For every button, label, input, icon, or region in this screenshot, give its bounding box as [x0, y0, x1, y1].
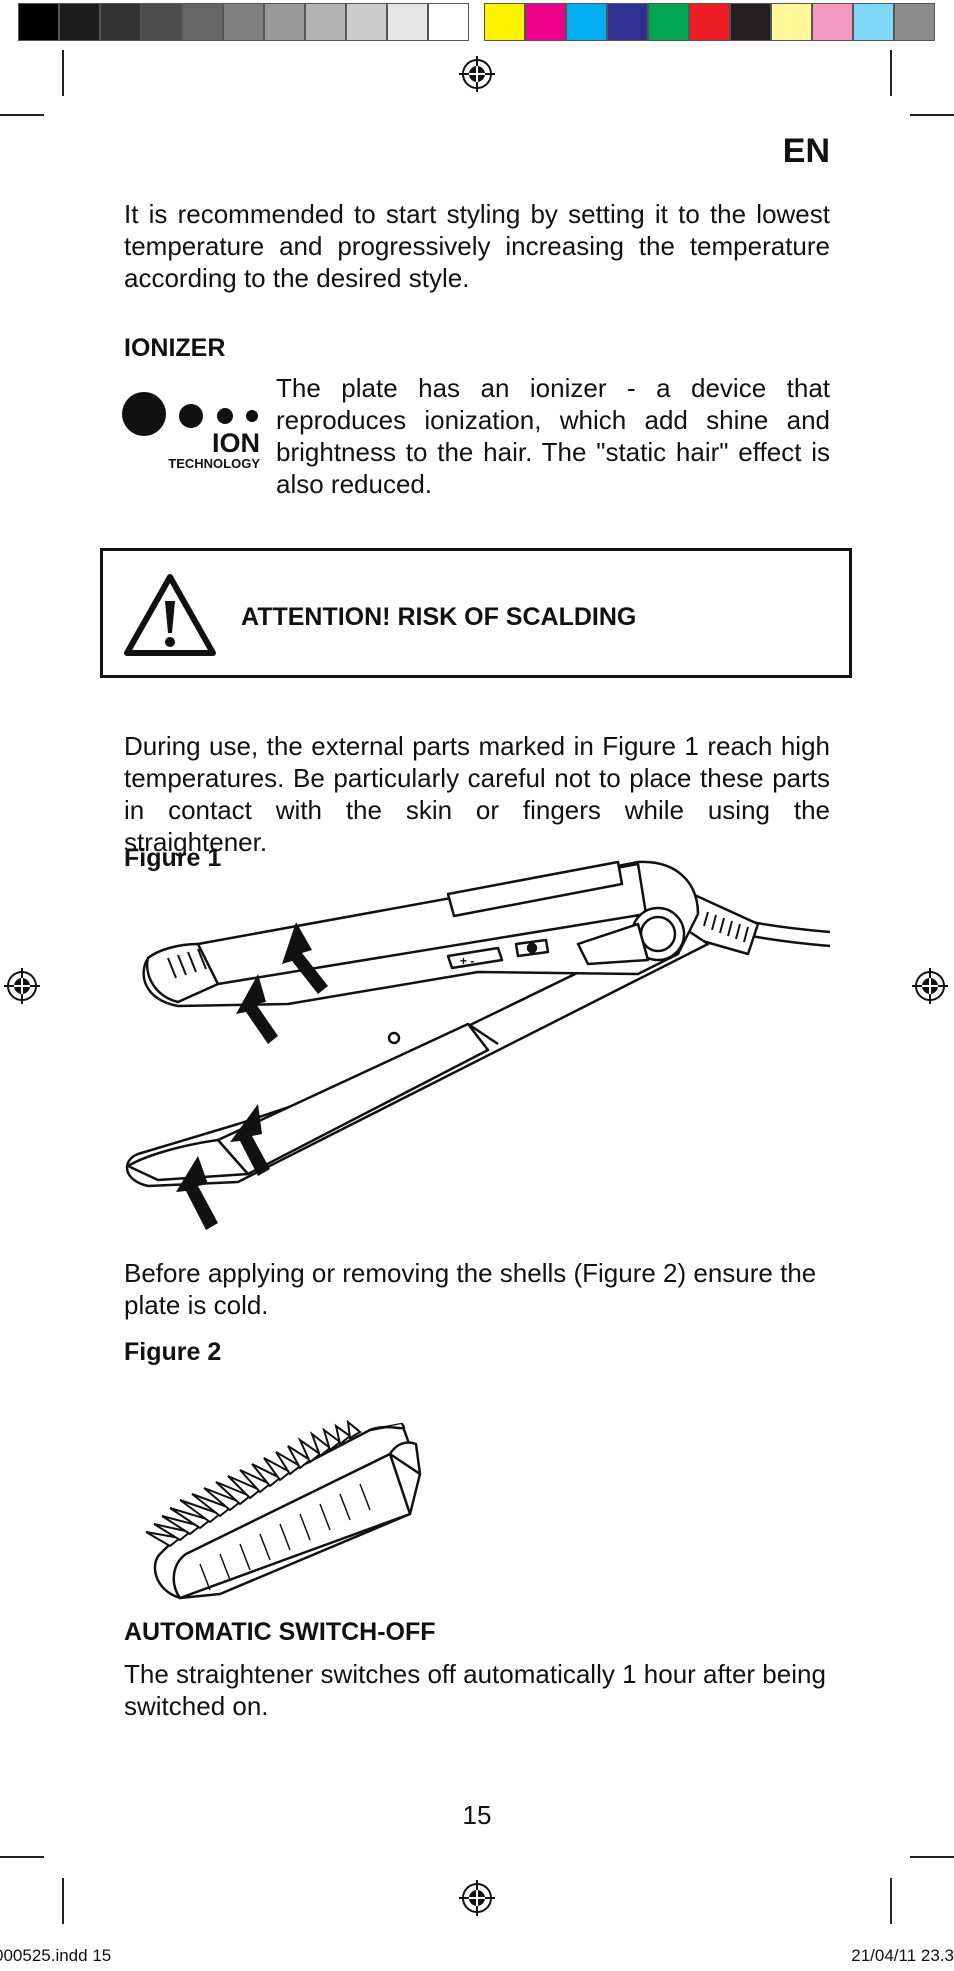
page-number: 15: [462, 1800, 492, 1830]
gray-swatch: [223, 3, 264, 41]
crop-mark: [890, 50, 892, 96]
crop-mark: [910, 1856, 954, 1858]
auto-off-heading: AUTOMATIC SWITCH-OFF: [124, 1618, 436, 1646]
language-code: EN: [782, 132, 830, 170]
comb-shell-illustration: [145, 1419, 422, 1600]
color-swatch: [894, 3, 935, 41]
footer-timestamp: 21/04/11 23.3: [851, 1946, 954, 1965]
color-swatch: [730, 3, 771, 41]
gray-swatch: [305, 3, 346, 41]
gray-swatch: [59, 3, 100, 41]
registration-mark-icon: [4, 968, 40, 1004]
heat-warning-paragraph: During use, the external parts marked in…: [124, 731, 830, 857]
color-swatch: [648, 3, 689, 41]
gray-swatch: [428, 3, 469, 41]
gray-swatch: [346, 3, 387, 41]
footer-filename: 000525.indd 15: [0, 1946, 112, 1965]
crop-mark: [62, 50, 64, 96]
gray-swatch: [18, 3, 59, 41]
ion-logo-word: ION: [212, 428, 260, 458]
crop-mark: [0, 114, 44, 116]
gray-swatch: [264, 3, 305, 41]
shells-paragraph: Before applying or removing the shells (…: [124, 1258, 817, 1320]
color-swatch: [689, 3, 730, 41]
intro-paragraph: It is recommended to start styling by se…: [124, 199, 830, 293]
ionizer-paragraph: The plate has an ionizer - a device that…: [276, 373, 830, 499]
svg-text:+ -: + -: [460, 954, 474, 968]
registration-mark-icon: [459, 1880, 495, 1916]
registration-mark-icon: [912, 968, 948, 1004]
warning-triangle-icon: [124, 574, 216, 656]
crop-mark: [62, 1878, 64, 1924]
warning-text: ATTENTION! RISK OF SCALDING: [241, 603, 637, 631]
crop-mark: [890, 1878, 892, 1924]
color-swatch: [566, 3, 607, 41]
hair-straightener-illustration: + -: [126, 860, 831, 1230]
ionizer-heading: IONIZER: [124, 334, 226, 362]
ion-logo-subword: TECHNOLOGY: [168, 456, 260, 471]
color-swatch: [812, 3, 853, 41]
gray-swatch: [100, 3, 141, 41]
crop-mark: [910, 114, 954, 116]
auto-off-paragraph: The straightener switches off automatica…: [124, 1659, 826, 1721]
gray-swatch: [141, 3, 182, 41]
color-swatch: [853, 3, 894, 41]
figure1-label: Figure 1: [124, 844, 222, 872]
gray-swatch: [182, 3, 223, 41]
ion-technology-logo: ION TECHNOLOGY: [122, 392, 260, 471]
color-swatch: [525, 3, 566, 41]
registration-mark-icon: [459, 56, 495, 92]
color-swatch: [607, 3, 648, 41]
gray-swatch: [387, 3, 428, 41]
warning-box: ATTENTION! RISK OF SCALDING: [100, 548, 852, 678]
color-swatch: [484, 3, 525, 41]
figure2-label: Figure 2: [124, 1338, 222, 1366]
color-swatch: [771, 3, 812, 41]
crop-mark: [0, 1856, 44, 1858]
